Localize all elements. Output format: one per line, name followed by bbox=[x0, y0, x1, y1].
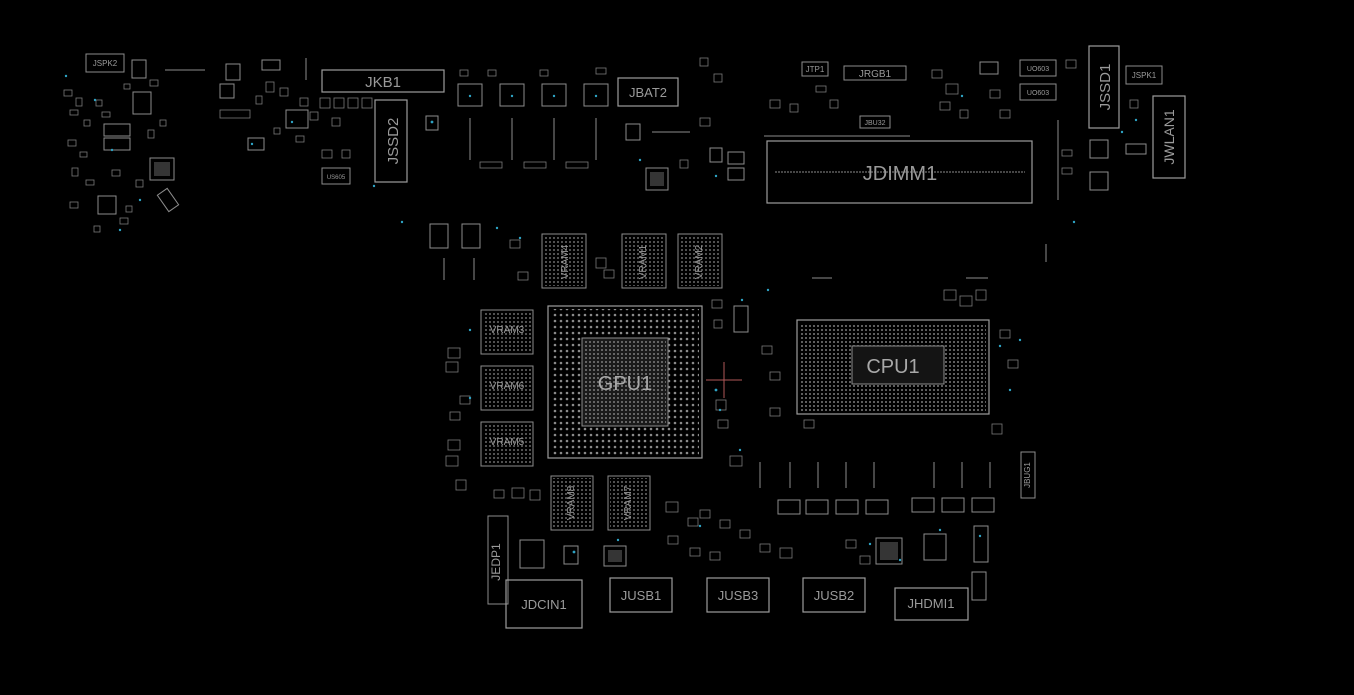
cpu-vrm-row: JBUG1 bbox=[759, 451, 1036, 515]
jedp1-label: JEDP1 bbox=[489, 543, 503, 581]
uo603-chips: UO603 UO603 bbox=[1019, 59, 1057, 101]
top-center-power-area bbox=[457, 67, 609, 169]
jssd2-label: JSSD2 bbox=[385, 118, 402, 165]
jspk1-label: JSPK1 bbox=[1132, 71, 1157, 80]
vram5-label: VRAM5 bbox=[490, 437, 525, 448]
jdcin1-label: JDCIN1 bbox=[521, 597, 567, 612]
jbug1-label: JBUG1 bbox=[1023, 462, 1032, 488]
bottom-connectors: JEDP1 JDCIN1 JUSB1 JUSB3 JUSB2 JHDMI1 bbox=[487, 487, 989, 629]
uo603b-label: UO603 bbox=[1027, 90, 1049, 97]
jbat2-label: JBAT2 bbox=[629, 85, 667, 100]
jrgb1-label: JRGB1 bbox=[859, 69, 892, 80]
left-component-cluster: JSPK2 bbox=[63, 53, 309, 233]
jkb1-label: JKB1 bbox=[365, 74, 401, 91]
connector-jbat2: JBAT2 bbox=[617, 57, 745, 191]
jhdmi1-label: JHDMI1 bbox=[908, 596, 955, 611]
vram3-label: VRAM3 bbox=[490, 325, 525, 336]
jdimm1-label: JDIMM1 bbox=[863, 163, 937, 185]
gpu-area: VRAM4 VRAM1 VRAM2 VRAM3 VRAM6 VRAM5 VRAM… bbox=[429, 223, 749, 531]
jbu32-label: JBU32 bbox=[864, 120, 885, 127]
gpu1-label: GPU1 bbox=[598, 373, 652, 395]
vram8-label: VRAM8 bbox=[566, 485, 577, 520]
connector-jssd2: JSSD2 US605 bbox=[321, 99, 439, 185]
connector-jdimm1: JDIMM1 bbox=[764, 135, 1033, 204]
vram2-label: VRAM2 bbox=[694, 244, 705, 279]
jtp1-label: JTP1 bbox=[806, 65, 825, 74]
jwlan1-label: JWLAN1 bbox=[1161, 109, 1177, 164]
jusb2-label: JUSB2 bbox=[814, 588, 854, 603]
vram7-label: VRAM7 bbox=[623, 485, 634, 520]
jssd1-label: JSSD1 bbox=[1097, 64, 1114, 111]
uo603a-label: UO603 bbox=[1027, 66, 1049, 73]
crosshair-cursor-icon bbox=[706, 362, 742, 398]
jusb1-label: JUSB1 bbox=[621, 588, 661, 603]
cpu-area: CPU1 bbox=[761, 244, 1047, 435]
vias bbox=[64, 74, 1138, 562]
top-right-middle-area: JTP1 JRGB1 JBU32 bbox=[769, 61, 1011, 129]
vram4-label: VRAM4 bbox=[560, 244, 571, 279]
cpu1-label: CPU1 bbox=[866, 356, 919, 378]
vram1-label: VRAM1 bbox=[638, 244, 649, 279]
us605-label: US605 bbox=[327, 175, 346, 181]
right-connectors: JSSD1 JSPK1 JWLAN1 bbox=[1057, 45, 1186, 200]
vram6-label: VRAM6 bbox=[490, 381, 525, 392]
jspk2-label: JSPK2 bbox=[93, 59, 118, 68]
connector-jkb1: JKB1 bbox=[309, 69, 445, 127]
jusb3-label: JUSB3 bbox=[718, 588, 758, 603]
